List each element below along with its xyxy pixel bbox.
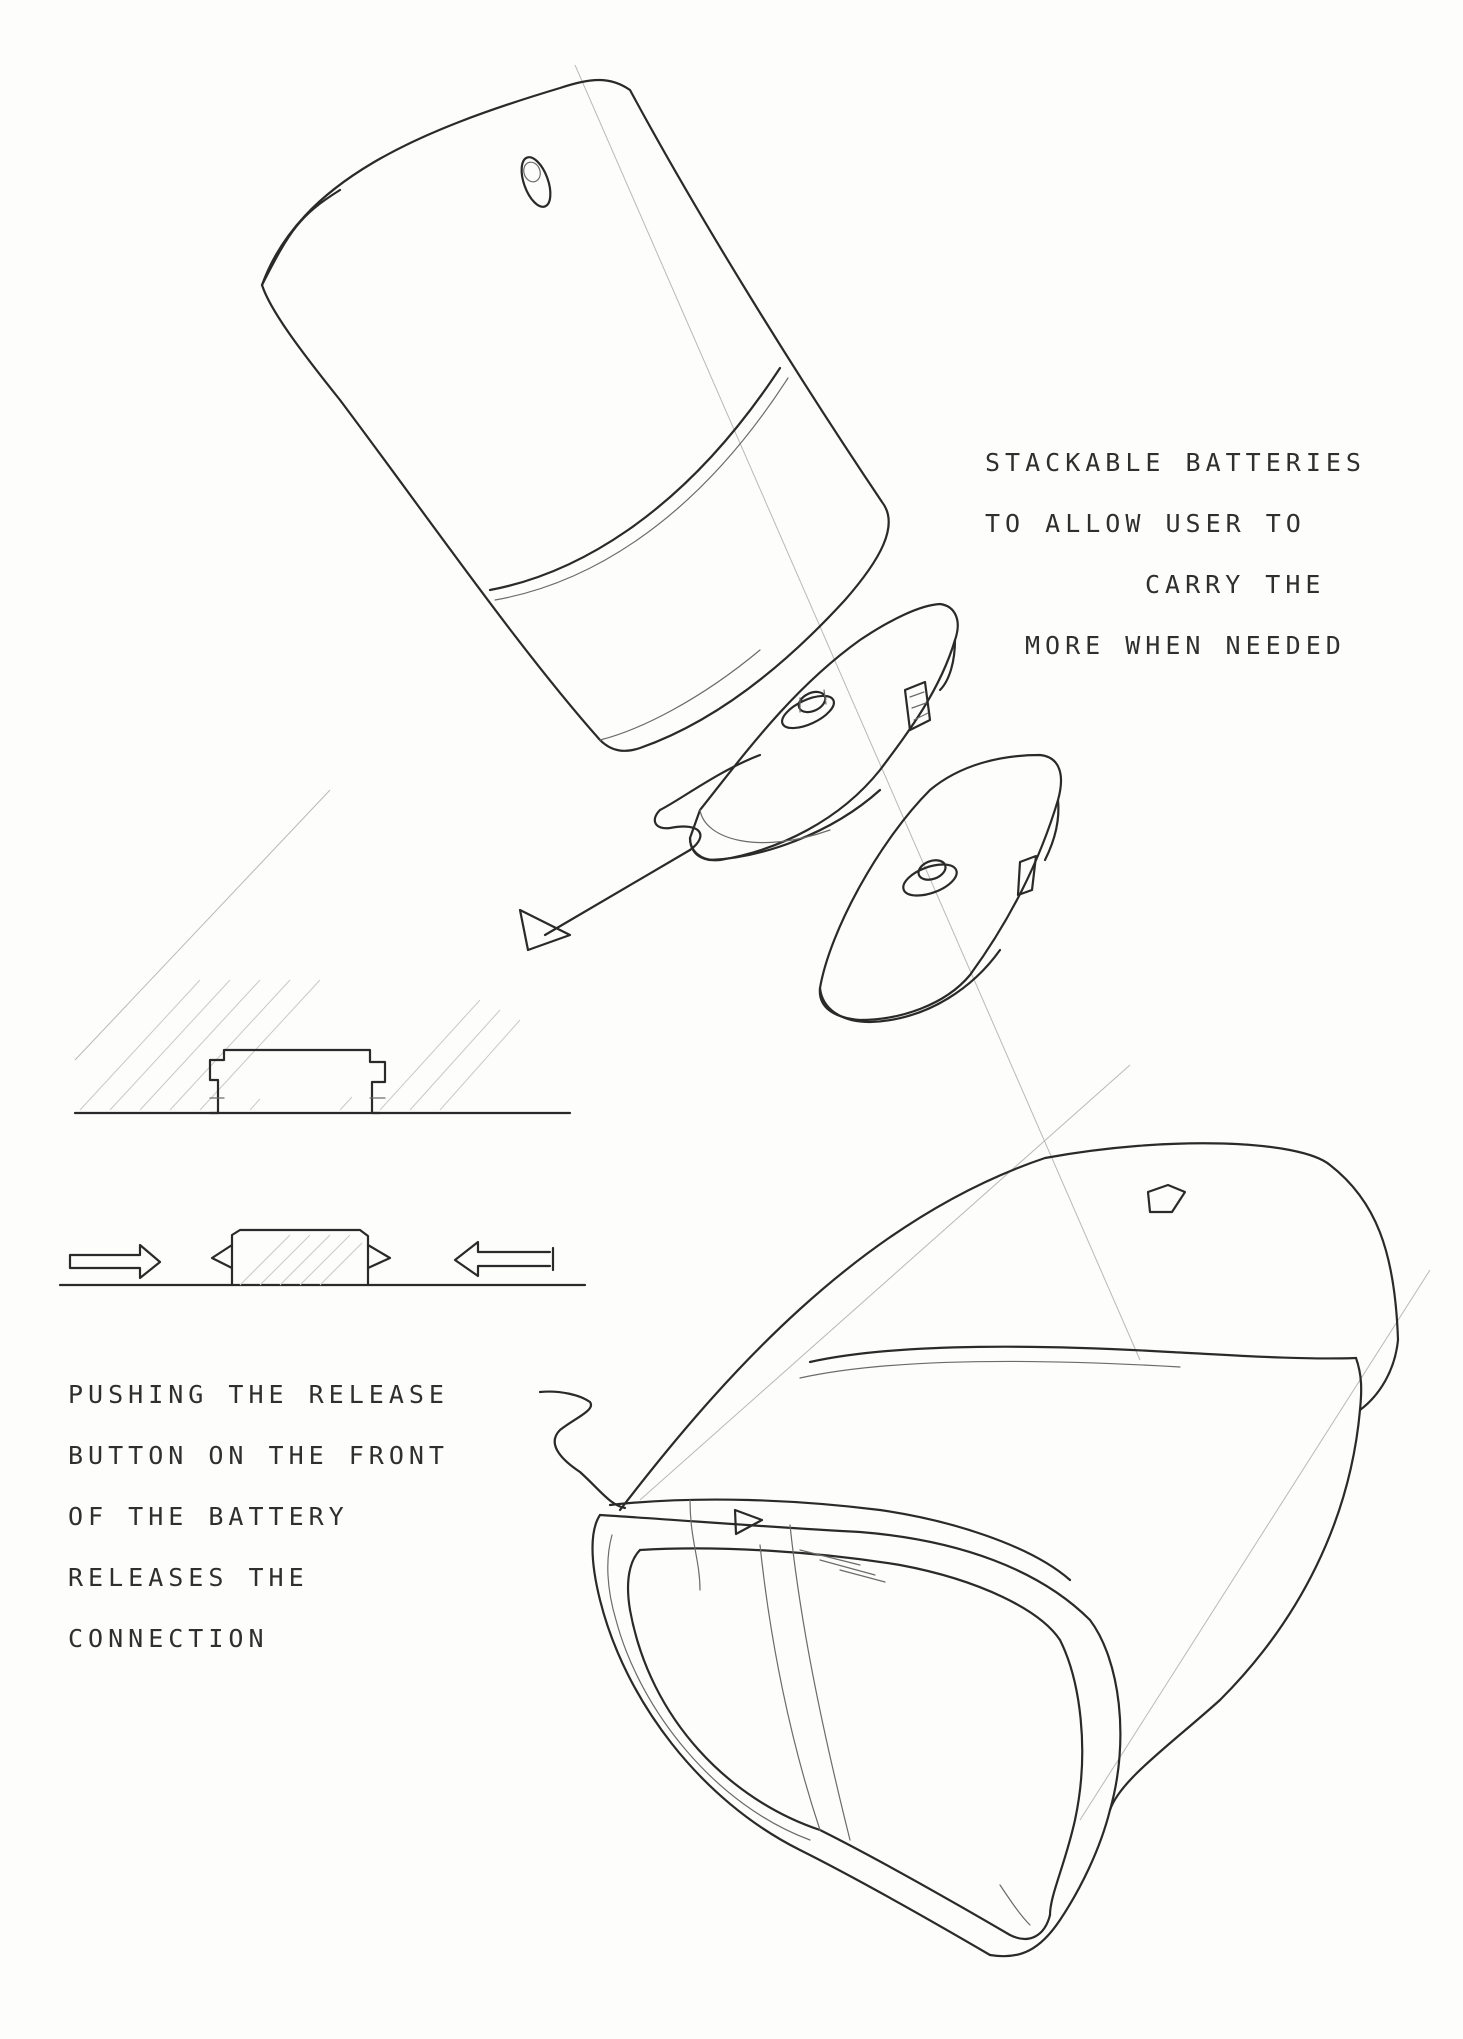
release-leader-line bbox=[540, 1392, 625, 1508]
note-line: RELEASES THE bbox=[68, 1547, 449, 1608]
note-line: MORE WHEN NEEDED bbox=[985, 615, 1366, 676]
note-line: CARRY THE bbox=[985, 554, 1366, 615]
release-button-note: PUSHING THE RELEASE BUTTON ON THE FRONT … bbox=[68, 1364, 449, 1669]
note-line: OF THE BATTERY bbox=[68, 1486, 449, 1547]
push-arrow-left bbox=[70, 1245, 160, 1278]
release-button-top bbox=[516, 153, 556, 210]
construction-line bbox=[1080, 1270, 1430, 1820]
stackable-battery-module-1 bbox=[690, 604, 958, 860]
latch-section-locked bbox=[75, 980, 570, 1113]
main-battery-body-bottom bbox=[593, 1143, 1399, 1956]
note-line: BUTTON ON THE FRONT bbox=[68, 1425, 449, 1486]
stackable-batteries-note: STACKABLE BATTERIES TO ALLOW USER TO CAR… bbox=[985, 432, 1366, 676]
note-line: STACKABLE BATTERIES bbox=[985, 432, 1366, 493]
note-line: CONNECTION bbox=[68, 1608, 449, 1669]
note-line: TO ALLOW USER TO bbox=[985, 493, 1366, 554]
release-button-bottom bbox=[1148, 1185, 1185, 1212]
release-marker-bottom bbox=[735, 1510, 762, 1534]
note-line: PUSHING THE RELEASE bbox=[68, 1364, 449, 1425]
latch-section-released bbox=[60, 1230, 585, 1285]
construction-line bbox=[75, 790, 330, 1060]
main-battery-body-top bbox=[262, 80, 889, 751]
construction-line bbox=[640, 1065, 1130, 1500]
section-hatching bbox=[80, 980, 520, 1110]
construction-line bbox=[575, 65, 1140, 1360]
push-arrow-right bbox=[455, 1242, 550, 1276]
explode-direction-arrow bbox=[520, 755, 760, 950]
